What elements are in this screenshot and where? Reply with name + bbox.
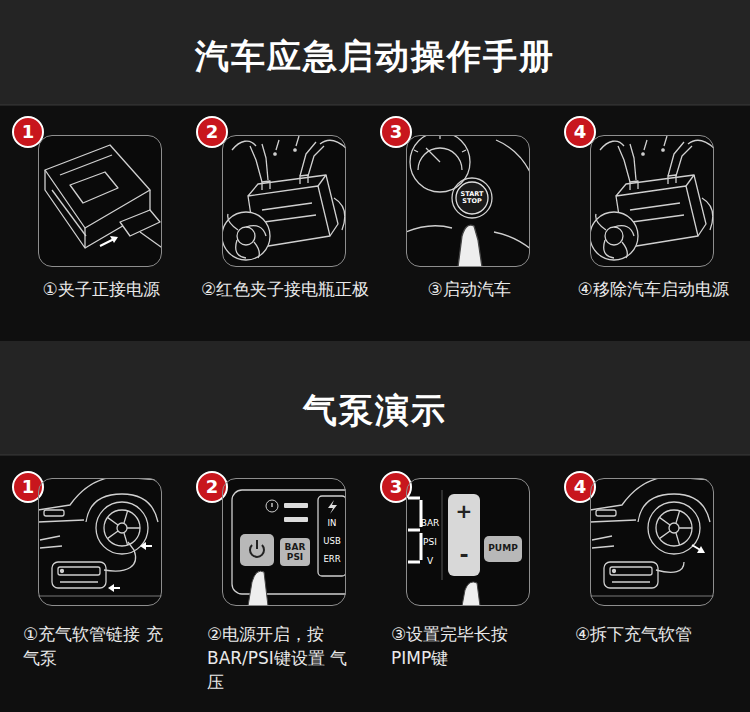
step-caption: ②电源开启，按 BAR/PSI键设置 气压 [207, 622, 357, 694]
band-ground [0, 455, 750, 712]
callout-circle [13, 117, 595, 502]
step-caption: ②红色夹子接电瓶正极 [193, 277, 377, 301]
tyre-pump-drawing [590, 478, 714, 596]
callout-number: 3 [390, 122, 403, 142]
engine-bay-drawing [222, 136, 346, 260]
callout-number: 3 [390, 477, 403, 497]
step-card: ①充气软管链接 充气泵 [38, 478, 162, 606]
section-heading: 气泵演示 [0, 387, 750, 433]
card-ground [38, 135, 714, 606]
callout-number: 4 [574, 122, 587, 142]
callout-number: 1 [22, 477, 35, 497]
step-caption: ①充气软管链接 充气泵 [23, 622, 173, 670]
callout-number: 2 [206, 122, 219, 142]
indicator-label: IN [328, 519, 337, 528]
tyre-pump-drawing [38, 478, 162, 596]
pump-panel-drawing [408, 490, 522, 606]
button-label: + [456, 500, 473, 522]
step-caption: ④移除汽车启动电源 [561, 277, 745, 301]
button-label: PUMP [488, 544, 517, 554]
section-band: 气泵演示①充气软管链接 充气泵②电源开启，按 BAR/PSI键设置 气压③设置完… [0, 455, 750, 712]
jump-starter-drawing [45, 145, 162, 252]
step-card: ②红色夹子接电瓶正极 [222, 135, 346, 267]
callout-number: 4 [574, 477, 587, 497]
display-unit: BAR [421, 519, 440, 529]
indicator-label: ERR [323, 555, 340, 564]
step-caption: ④拆下充气软管 [575, 622, 725, 646]
indicator-label: USB [323, 537, 340, 546]
display-unit: PSI [423, 538, 437, 548]
control-panel-drawing [232, 490, 346, 606]
button-label: START STOP [458, 191, 486, 205]
dashboard-drawing [406, 135, 530, 267]
button-label: BAR PSI [282, 542, 308, 563]
step-card: ④移除汽车启动电源 [590, 135, 714, 267]
callout-number: 2 [206, 477, 219, 497]
step-caption: ③设置完毕长按 PIMP键 [391, 622, 541, 670]
section-band: 汽车应急启动操作手册①夹子正接电源②红色夹子接电瓶正极③启动汽车④移除汽车启动电… [0, 105, 750, 341]
step-caption: ③启动汽车 [377, 277, 561, 301]
step-caption: ①夹子正接电源 [9, 277, 193, 301]
display-unit: V [427, 557, 433, 567]
engine-bay-drawing [590, 136, 714, 260]
step-card: ④拆下充气软管 [590, 478, 714, 606]
step-card: ①夹子正接电源 [38, 135, 162, 267]
section-heading: 汽车应急启动操作手册 [0, 33, 750, 79]
band-ground [0, 105, 750, 341]
button-label: - [459, 543, 468, 567]
callout-number: 1 [22, 122, 35, 142]
